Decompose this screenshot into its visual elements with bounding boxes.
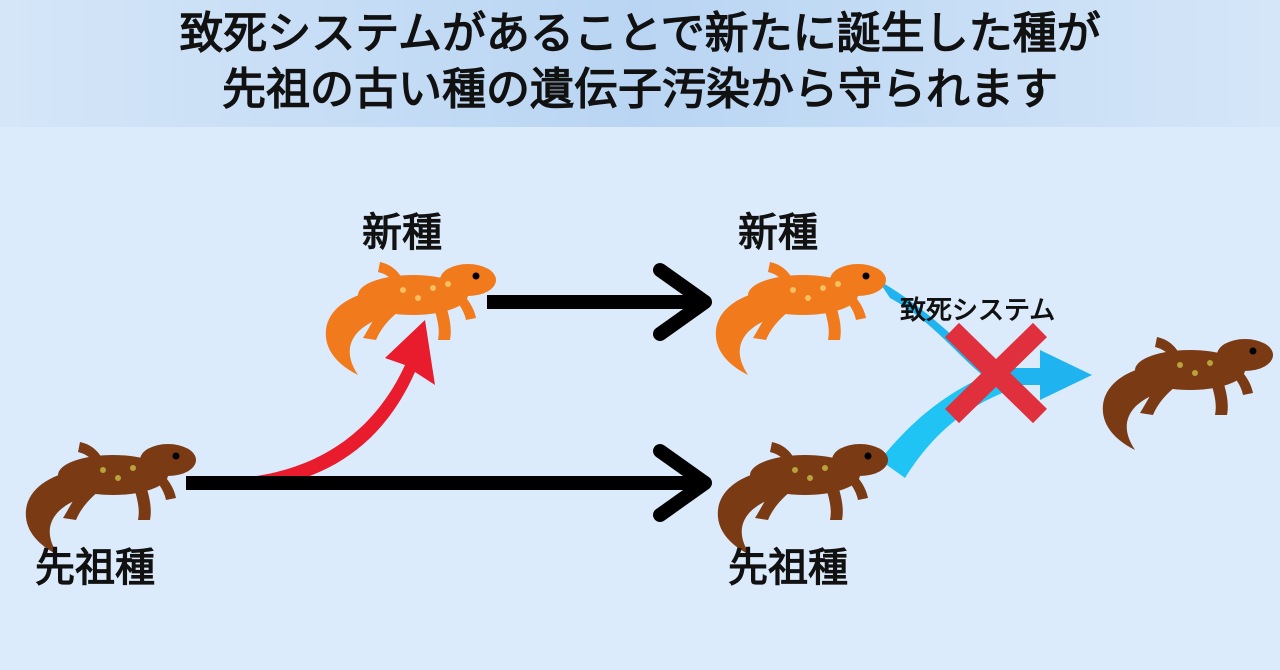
label-ancestor-right: 先祖種 xyxy=(728,545,848,591)
cross-mark-icon xyxy=(945,322,1047,424)
arrow-ancestor xyxy=(186,444,712,522)
label-new-species-right: 新種 xyxy=(738,210,818,256)
salamander-icon xyxy=(325,262,496,375)
label-lethal-system: 致死システム xyxy=(900,296,1056,326)
arrow-new-species xyxy=(487,263,712,341)
speciation-arrow xyxy=(240,320,435,490)
salamander-icon xyxy=(1102,337,1273,450)
salamander-icon xyxy=(715,262,886,375)
label-new-species-left: 新種 xyxy=(362,210,442,256)
title-banner: 致死システムがあることで新たに誕生した種が 先祖の古い種の遺伝子汚染から守られま… xyxy=(0,0,1280,127)
salamander-icon xyxy=(717,442,888,555)
title-line-2: 先祖の古い種の遺伝子汚染から守られます xyxy=(222,64,1058,115)
label-ancestor-left: 先祖種 xyxy=(35,545,155,591)
title-line-1: 致死システムがあることで新たに誕生した種が xyxy=(179,8,1101,59)
salamander-icon xyxy=(25,442,197,555)
